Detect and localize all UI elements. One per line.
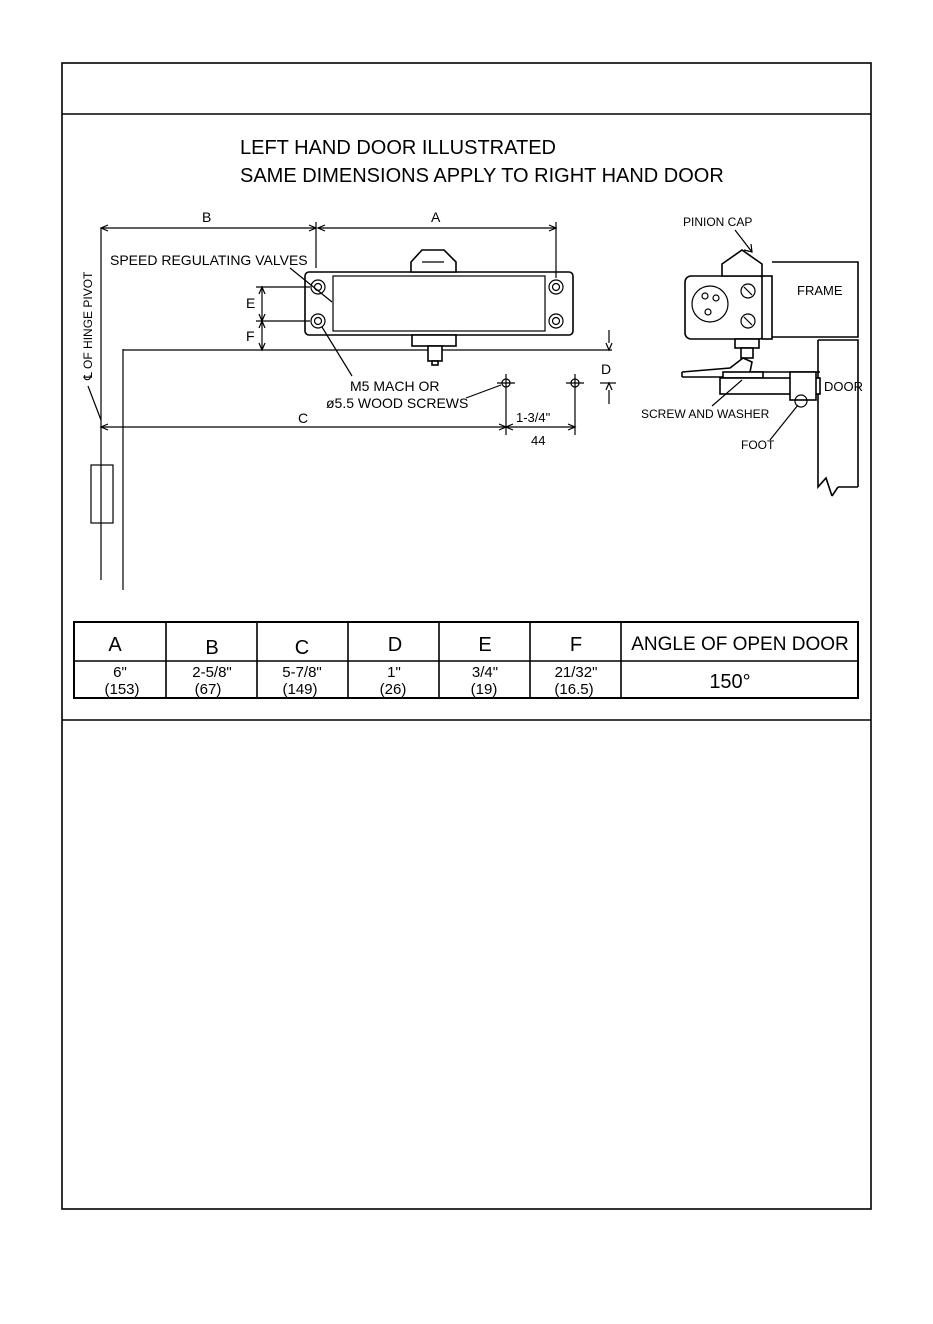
frame-screw-holes — [497, 374, 584, 392]
closer-body — [304, 271, 574, 336]
dim-offset-imperial: 1-3/4" — [516, 410, 551, 425]
table-a-imperial: 6" — [113, 664, 127, 681]
table-header-d: D — [388, 634, 402, 656]
table-b-metric: (67) — [195, 681, 222, 698]
dim-b-label: B — [202, 209, 211, 225]
dim-e-label: E — [246, 295, 255, 311]
dim-d-label: D — [601, 361, 611, 377]
title-same-dimensions: SAME DIMENSIONS APPLY TO RIGHT HAND DOOR — [240, 165, 724, 187]
table-header-a: A — [108, 634, 122, 656]
label-door: DOOR — [824, 379, 863, 394]
table-b-imperial: 2-5/8" — [192, 664, 232, 681]
table-c-imperial: 5-7/8" — [282, 664, 322, 681]
dim-offset-metric: 44 — [531, 433, 545, 448]
title-left-hand-door: LEFT HAND DOOR ILLUSTRATED — [240, 137, 556, 159]
dim-a-label: A — [431, 209, 441, 225]
table-header-f: F — [570, 634, 582, 656]
table-header-c: C — [295, 637, 309, 659]
label-screws-line1: M5 MACH OR — [350, 378, 439, 394]
label-hinge-pivot: ℄ OF HINGE PIVOT — [81, 271, 95, 381]
label-screw-washer: SCREW AND WASHER — [641, 407, 770, 421]
table-e-imperial: 3/4" — [472, 664, 498, 681]
dim-f-label: F — [246, 328, 255, 344]
table-d-imperial: 1" — [387, 664, 401, 681]
dimension-table: A B C D E F ANGLE OF OPEN DOOR 6" 2-5/8"… — [73, 621, 859, 699]
table-d-metric: (26) — [380, 681, 407, 698]
hinge-outline — [90, 464, 114, 524]
label-pinion-cap: PINION CAP — [683, 215, 752, 229]
table-f-imperial: 21/32" — [555, 664, 598, 681]
label-frame: FRAME — [797, 283, 843, 298]
dim-c-label: C — [298, 410, 308, 426]
label-screws-line2: ø5.5 WOOD SCREWS — [326, 395, 468, 411]
table-a-metric: (153) — [104, 681, 139, 698]
table-angle-value: 150° — [709, 671, 750, 693]
door-closer-top-view: B A E F D C 1-3/4" 44 — [81, 209, 616, 590]
table-e-metric: (19) — [471, 681, 498, 698]
pinion-top — [410, 249, 457, 273]
sheet-border — [61, 62, 872, 1210]
door-closer-side-view: FRAME DOOR PINION CAP SCREW AND WASHER F… — [641, 215, 863, 497]
label-foot: FOOT — [741, 438, 775, 452]
table-header-b: B — [205, 637, 218, 659]
table-c-metric: (149) — [282, 681, 317, 698]
table-header-e: E — [478, 634, 491, 656]
label-speed-valves: SPEED REGULATING VALVES — [110, 252, 308, 268]
table-f-metric: (16.5) — [554, 681, 593, 698]
table-header-angle: ANGLE OF OPEN DOOR — [631, 634, 848, 655]
